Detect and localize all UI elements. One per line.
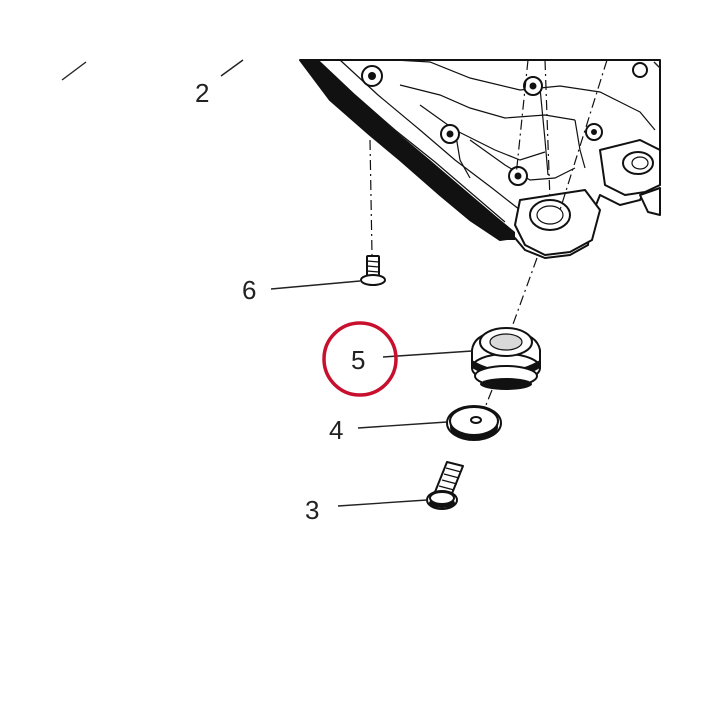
leader-5 [382,350,473,358]
axis-line-grommet [507,257,538,339]
axis-line-6 [369,139,373,256]
leader-3 [337,499,428,507]
axis-line-2 [544,59,551,201]
highlight-circle [322,321,398,397]
callout-6: 6 [242,275,256,305]
leader-2 [220,59,244,77]
callout-5: 5 [351,345,365,375]
leader-unlabeled [61,61,87,81]
callout-3: 3 [305,495,319,525]
callout-2: 2 [195,78,209,108]
housing-bracket [299,59,661,259]
leader-6 [270,280,361,290]
callout-4: 4 [329,415,343,445]
axis-line-3 [559,59,608,211]
grommet-part-5 [471,327,541,390]
screw-part-6 [360,255,386,286]
washer-part-4 [446,405,502,441]
leader-4 [357,421,448,429]
bolt-part-3 [426,461,464,510]
